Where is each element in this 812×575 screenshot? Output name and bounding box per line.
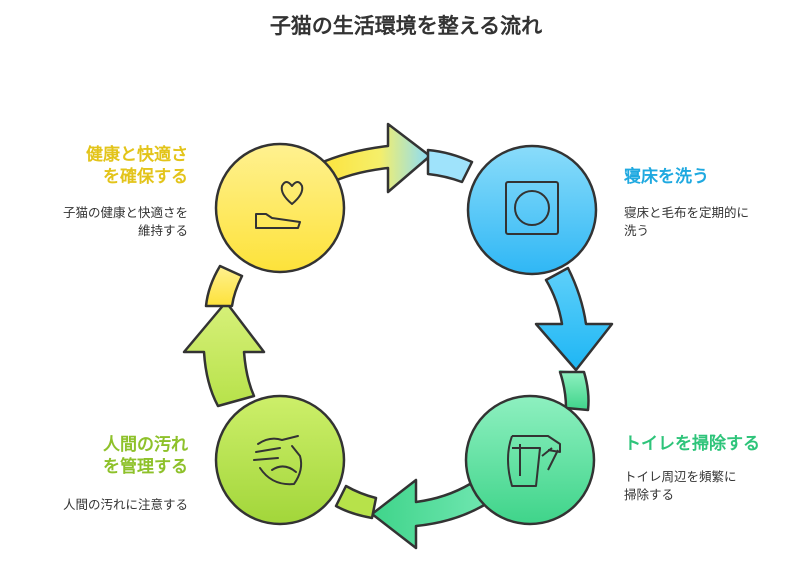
step-desc-line: 寝床と毛布を定期的に <box>624 205 750 220</box>
hand-heart-icon <box>255 181 304 229</box>
arrow-left-tail <box>204 264 244 308</box>
arrow-right <box>534 266 614 372</box>
step-label-wash-bedding: 寝床を洗う <box>624 167 709 187</box>
step-label-ensure-comfort: 健康と快適さ を確保する <box>20 144 188 188</box>
step-desc-clean-toilet: トイレ周辺を頻繁に 掃除する <box>624 468 737 504</box>
step-desc-wash-bedding: 寝床と毛布を定期的に 洗う <box>624 204 749 240</box>
step-node-ensure-comfort <box>214 142 346 274</box>
step-desc-manage-human-dirt: 人間の汚れに注意する <box>62 497 188 512</box>
step-desc-line: 維持する <box>137 223 188 238</box>
step-node-manage-human-dirt <box>214 394 346 526</box>
step-label-line: を管理する <box>103 457 188 477</box>
page-title: 子猫の生活環境を整える流れ <box>269 14 543 38</box>
step-label-line: 健康と快適さ <box>86 145 188 165</box>
washing-machine-icon <box>505 181 559 235</box>
step-label-line: を確保する <box>103 167 188 187</box>
step-node-wash-bedding <box>466 144 598 276</box>
step-label-manage-human-dirt: 人間の汚れ を管理する <box>20 434 188 478</box>
step-desc-line: 洗う <box>624 223 650 238</box>
step-label-line: 人間の汚れ <box>103 435 188 455</box>
step-node-clean-toilet <box>464 394 596 526</box>
toilet-paper-icon <box>507 435 561 487</box>
step-desc-line: 子猫の健康と快適さを <box>62 205 188 220</box>
washing-hands-icon <box>253 435 303 486</box>
arrow-bottom-tail <box>334 484 378 520</box>
step-desc-ensure-comfort: 子猫の健康と快適さを 維持する <box>20 204 188 240</box>
arrow-top-tail <box>426 148 474 184</box>
arrow-bottom <box>370 478 488 550</box>
step-desc-line: トイレ周辺を頻繁に <box>624 469 737 484</box>
arrow-left <box>182 300 266 408</box>
arrow-right-tail-2 <box>558 370 590 412</box>
step-desc-line: 掃除する <box>624 487 675 502</box>
step-label-clean-toilet: トイレを掃除する <box>624 434 760 454</box>
